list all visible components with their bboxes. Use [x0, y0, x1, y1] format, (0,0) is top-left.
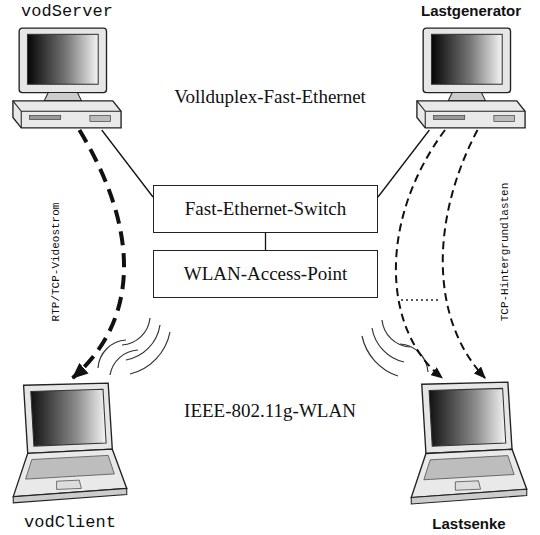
- wlan-standard-label: IEEE-802.11g-WLAN: [184, 400, 356, 422]
- switch-box: Fast-Ethernet-Switch: [153, 185, 378, 233]
- load-sink-laptop: Lastsenke: [402, 380, 536, 532]
- wave-arc: [130, 332, 170, 374]
- node-label: vodClient: [5, 513, 135, 532]
- dotted-link: [401, 299, 438, 301]
- node-label: Lastsenke: [402, 515, 536, 532]
- wave-arc: [110, 350, 138, 375]
- node-label: vodServer: [5, 2, 129, 21]
- stream-arrow: [443, 130, 485, 378]
- node-label: Lastgenerator: [406, 2, 536, 19]
- desktop-computer-icon: [406, 26, 536, 130]
- wave-arc: [382, 320, 410, 347]
- laptop-icon: [5, 380, 135, 506]
- ethernet-link: [102, 130, 153, 197]
- link-type-label: Vollduplex-Fast-Ethernet: [174, 86, 366, 108]
- access-point-box: WLAN-Access-Point: [153, 250, 378, 298]
- laptop-icon: [402, 380, 536, 506]
- node-label: WLAN-Access-Point: [184, 263, 348, 285]
- desktop-computer-icon: [5, 26, 129, 130]
- ethernet-link: [378, 130, 429, 197]
- ethernet-link: [265, 233, 266, 250]
- client-laptop: vodClient: [5, 380, 135, 532]
- wave-arc: [362, 336, 398, 376]
- stream-arrow: [396, 130, 445, 378]
- wave-arc: [122, 318, 150, 345]
- stream-label: RTP/TCP-Videostrom: [50, 201, 62, 324]
- stream-label: TCP-Hintergrundlasten: [499, 181, 511, 324]
- wave-arc: [372, 328, 404, 362]
- node-label: Fast-Ethernet-Switch: [185, 198, 346, 220]
- load-generator-computer: Lastgenerator: [406, 2, 536, 130]
- stream-arrow: [73, 130, 124, 378]
- wave-arc: [400, 344, 428, 372]
- wave-arc: [126, 325, 160, 360]
- server-computer: vodServer: [5, 2, 129, 130]
